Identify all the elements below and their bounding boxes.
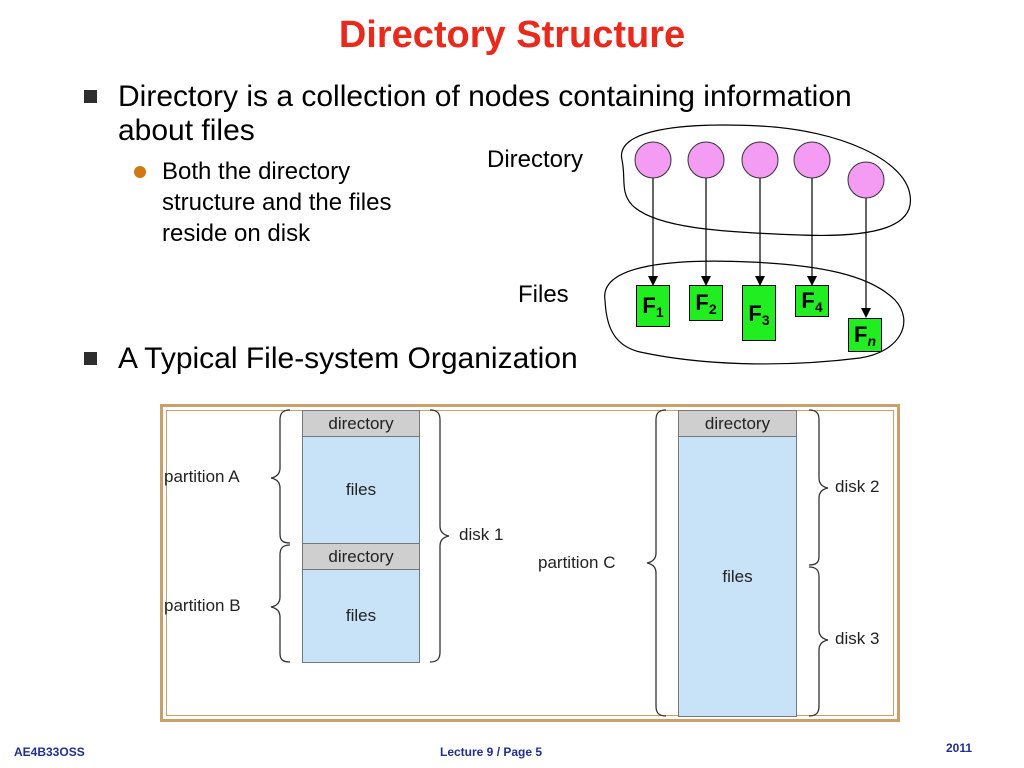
disk-2-brace <box>808 409 829 566</box>
partition-c-brace <box>646 409 667 717</box>
files-label: Files <box>518 281 569 308</box>
directory-node <box>847 161 885 199</box>
bullet-1-line-1: Directory is a collection of nodes conta… <box>118 80 852 113</box>
partition-c-directory-block: directory <box>678 410 797 437</box>
partition-c-files-block: files <box>678 436 797 717</box>
directory-node <box>634 141 672 179</box>
footer-year: 2011 <box>946 741 973 755</box>
sub-bullet-line-3: reside on disk <box>162 220 311 247</box>
sub-bullet-line-1: Both the directory <box>162 158 351 185</box>
partition-a-files-block: files <box>302 436 420 544</box>
disk-3-brace <box>808 566 829 717</box>
bullet-square-icon <box>84 90 97 103</box>
files-blob-outline <box>604 260 905 365</box>
bullet-1-line-2: about files <box>118 114 255 147</box>
footer-page: Lecture 9 / Page 5 <box>440 745 543 759</box>
bullet-2: A Typical File-system Organization <box>118 342 578 375</box>
partition-b-files-block: files <box>302 569 420 663</box>
directory-node <box>793 141 831 179</box>
file-box-3: F3 <box>742 285 776 341</box>
disk-2-label: disk 2 <box>835 477 880 496</box>
sub-bullet-dot-icon <box>134 166 146 178</box>
directory-node <box>687 141 725 179</box>
partition-b-label: partition B <box>164 596 241 615</box>
partition-a-brace <box>270 409 291 544</box>
partition-a-label: partition A <box>164 467 240 486</box>
directory-node <box>741 141 779 179</box>
directory-label: Directory <box>487 146 584 173</box>
partition-b-brace <box>270 544 291 663</box>
filesystem-figure-frame <box>160 404 900 722</box>
disk-1-brace <box>429 409 450 663</box>
disk-1-label: disk 1 <box>459 525 504 544</box>
slide-title: Directory Structure <box>338 14 686 56</box>
footer-course-code: AE4B33OSS <box>14 745 85 759</box>
file-box-n: Fn <box>848 318 882 352</box>
directory-diagram <box>604 124 912 365</box>
bullet-square-icon <box>84 352 97 365</box>
disk-3-label: disk 3 <box>835 629 880 648</box>
sub-bullet-line-2: structure and the files <box>162 189 392 216</box>
file-box-1: F1 <box>636 285 670 327</box>
partition-c-label: partition C <box>538 553 616 572</box>
file-box-4: F4 <box>795 285 829 317</box>
directory-blob-outline <box>620 124 912 237</box>
file-box-2: F2 <box>689 285 723 321</box>
